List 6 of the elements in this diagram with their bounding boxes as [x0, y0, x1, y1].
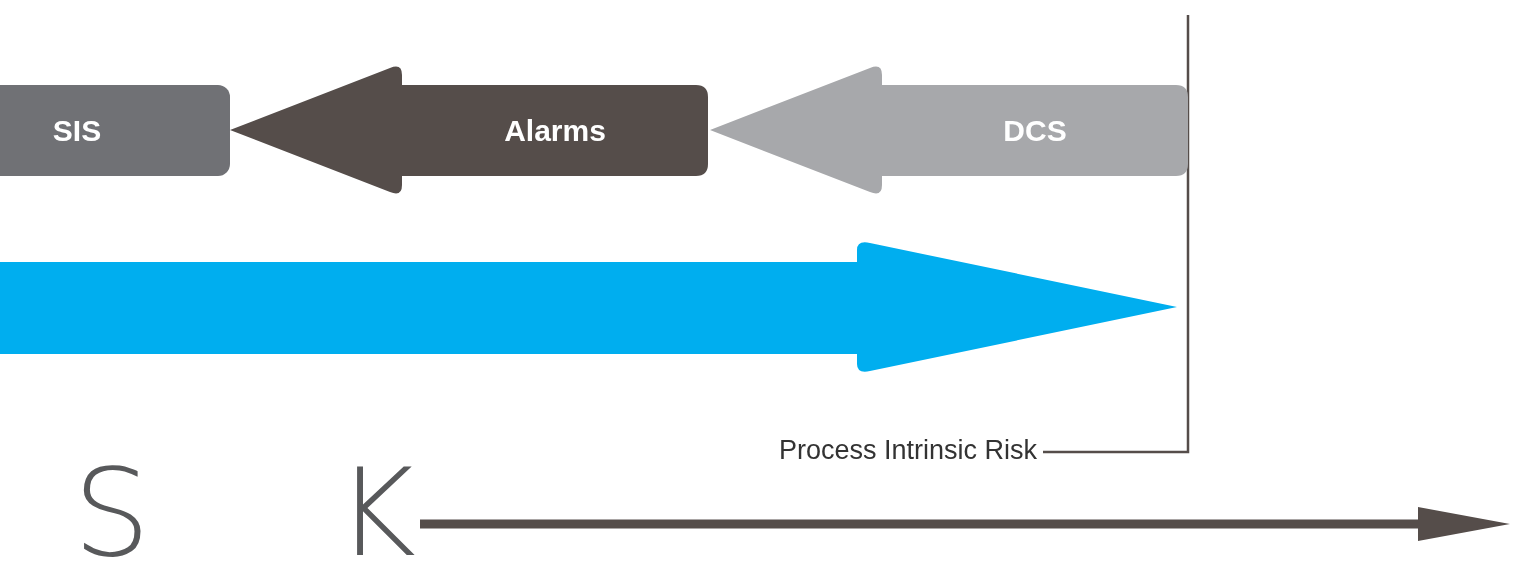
node-label: DCS	[1003, 114, 1067, 148]
large-letter: K	[336, 452, 416, 563]
large-letter: S	[73, 452, 151, 563]
node-label: Alarms	[504, 114, 606, 148]
annotation-text: Process Intrinsic Risk	[778, 437, 1037, 464]
node-label: SIS	[52, 114, 102, 148]
